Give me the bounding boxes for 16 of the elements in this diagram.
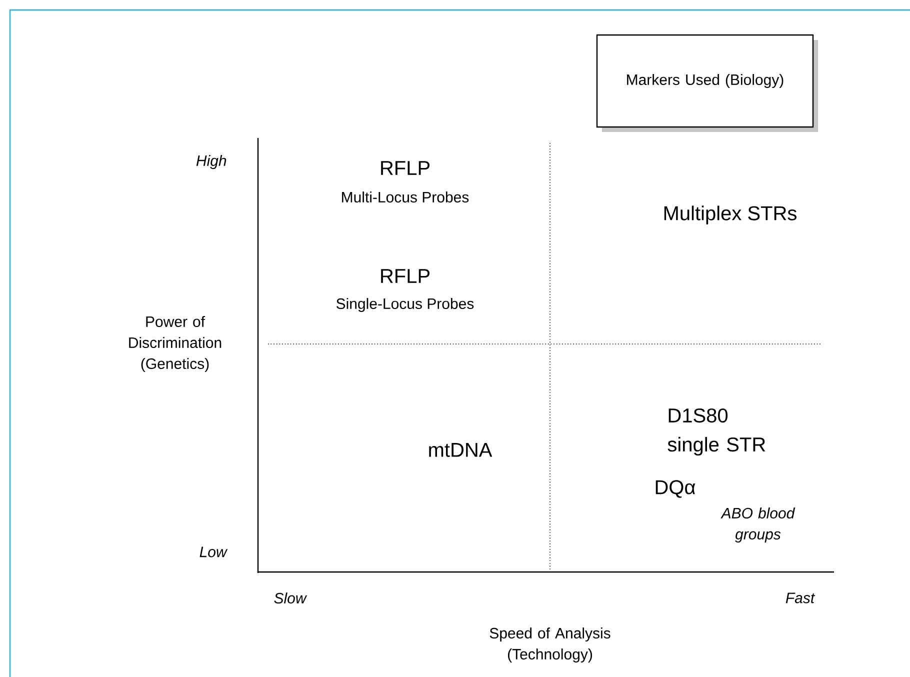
marker-label: DQα	[656, 480, 696, 498]
marker-label: Multiplex STRs	[664, 206, 796, 224]
axis-tick-label: Slow	[274, 592, 308, 604]
marker-label: D1S80 single STR	[668, 408, 766, 456]
axis-title: Power of Discrimination (Genetics)	[129, 316, 222, 372]
axis-title: Speed of Analysis (Technology)	[490, 628, 610, 662]
marker-label: mtDNA	[429, 443, 492, 457]
marker-label: ABO blood groups	[720, 508, 796, 542]
axis-tick-label: Low	[200, 546, 228, 558]
axis-tick-label: High	[196, 155, 226, 169]
marker-label: RFLP	[381, 269, 430, 283]
legend-box: Markers Used (Biology)	[596, 34, 818, 132]
marker-sublabel: Multi-Locus Probes	[342, 192, 469, 202]
marker-sublabel: Single-Locus Probes	[336, 298, 474, 312]
marker-label: RFLP	[381, 161, 430, 175]
axis-tick-label: Fast	[786, 592, 816, 604]
